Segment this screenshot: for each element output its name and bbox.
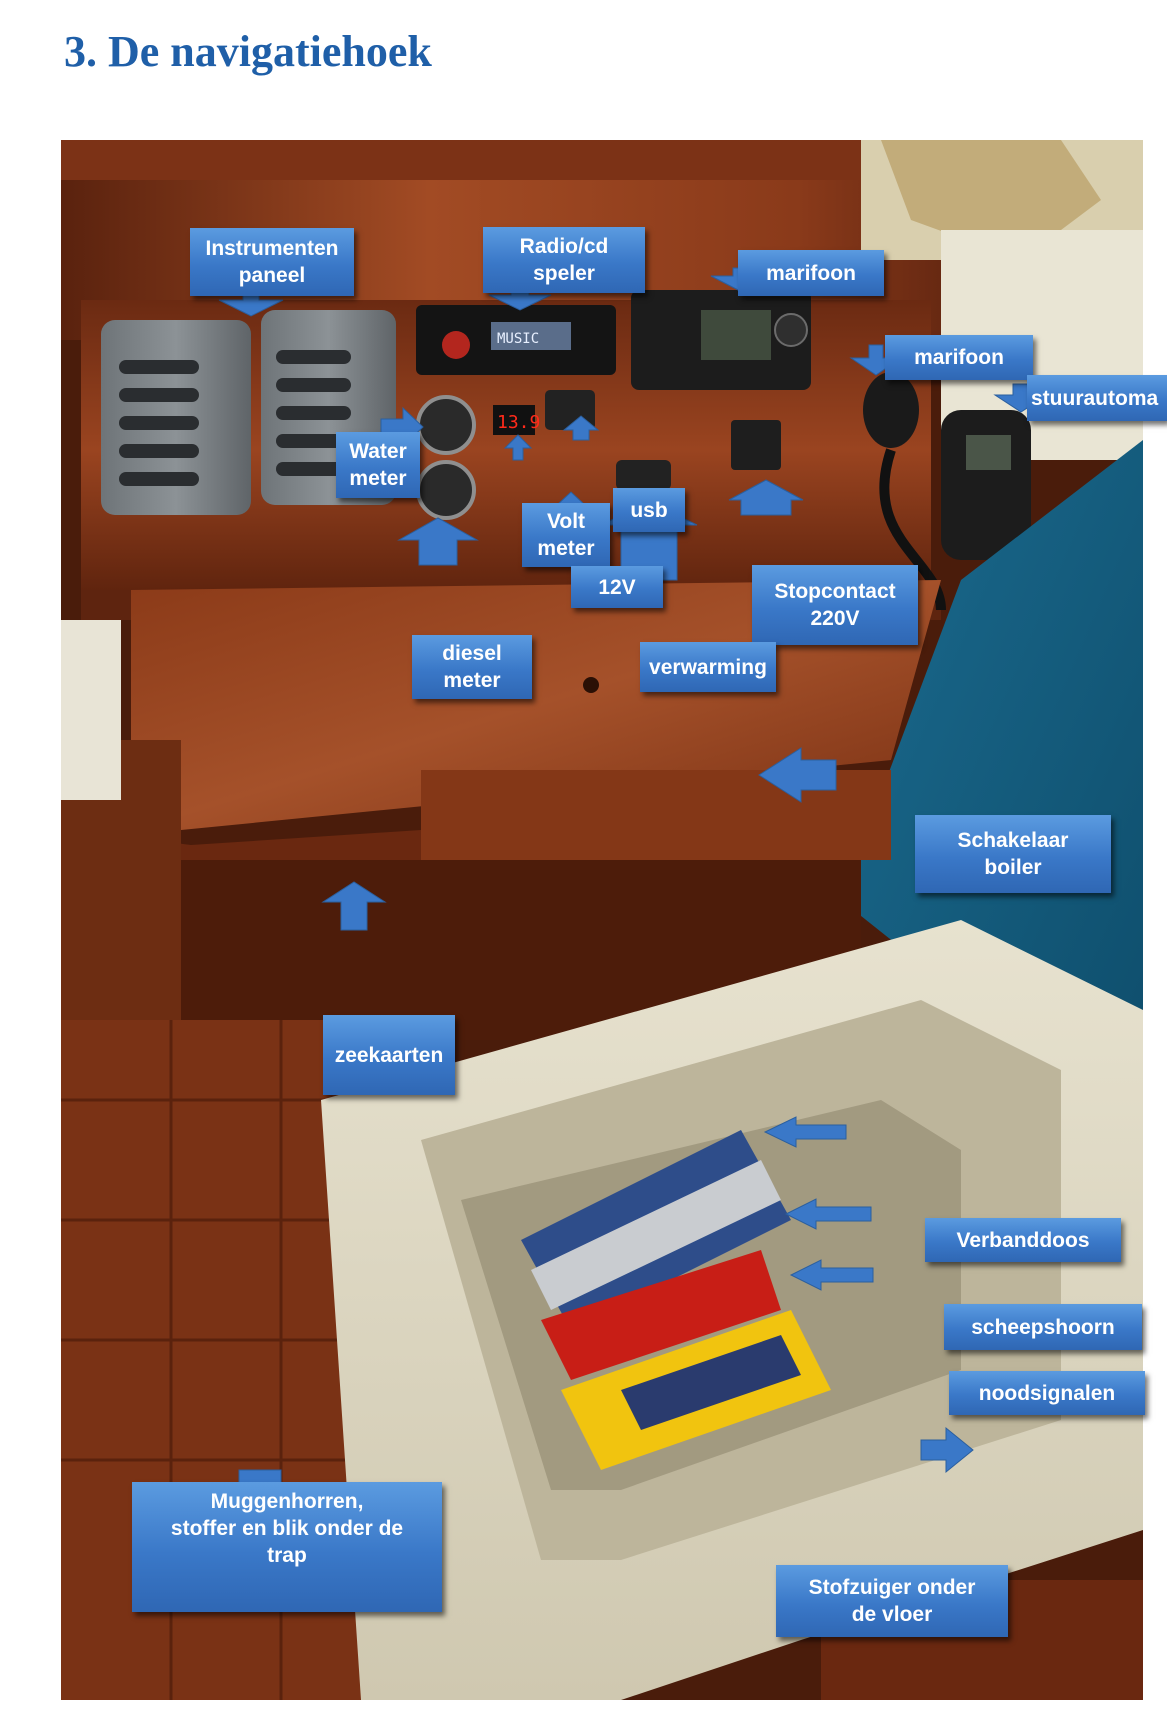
navigation-corner-photo: MUSIC 13.9	[61, 140, 1143, 1700]
arrow-boiler	[758, 747, 837, 803]
callout-usb: usb	[613, 488, 685, 532]
arrow-stopcontact	[728, 479, 804, 516]
callout-stofzuiger: Stofzuiger onder de vloer	[776, 1565, 1008, 1637]
arrow-scheepshoorn	[784, 1198, 872, 1230]
callout-marifoon-top: marifoon	[738, 250, 884, 296]
callout-muggenhorren: Muggenhorren, stoffer en blik onder de t…	[132, 1482, 442, 1612]
arrow-zeekaarten	[321, 881, 387, 931]
callout-schakelaar-boiler: Schakelaar boiler	[915, 815, 1111, 893]
callout-stuurautomaat: stuurautoma	[1027, 375, 1167, 421]
page-title: 3. De navigatiehoek	[64, 27, 432, 76]
callout-water-meter: Water meter	[336, 432, 420, 498]
callout-12v: 12V	[571, 566, 663, 608]
callout-radio-cd-speler: Radio/cd speler	[483, 227, 645, 293]
arrow-volt	[503, 434, 533, 461]
callout-stopcontact-220v: Stopcontact 220V	[752, 565, 918, 645]
volt-readout: 13.9	[497, 412, 540, 433]
callout-instrumenten-paneel: Instrumenten paneel	[190, 228, 354, 296]
photo-illustration: MUSIC 13.9	[61, 140, 1143, 1700]
callout-scheepshoorn: scheepshoorn	[944, 1304, 1142, 1350]
callout-volt-meter: Volt meter	[522, 503, 610, 567]
arrow-diesel	[397, 517, 479, 566]
radio-screen-text: MUSIC	[497, 331, 539, 347]
callout-diesel-meter: diesel meter	[412, 635, 532, 699]
arrow-noodsignalen	[789, 1259, 874, 1291]
callout-marifoon-right: marifoon	[885, 335, 1033, 380]
arrow-verbanddoos	[763, 1116, 847, 1148]
callout-verwarming: verwarming	[640, 642, 776, 692]
callout-verbanddoos: Verbanddoos	[925, 1218, 1121, 1262]
arrow-usb	[562, 415, 600, 441]
arrow-stofzuiger	[920, 1426, 974, 1474]
callout-noodsignalen: noodsignalen	[949, 1371, 1145, 1415]
callout-zeekaarten: zeekaarten	[323, 1015, 455, 1095]
